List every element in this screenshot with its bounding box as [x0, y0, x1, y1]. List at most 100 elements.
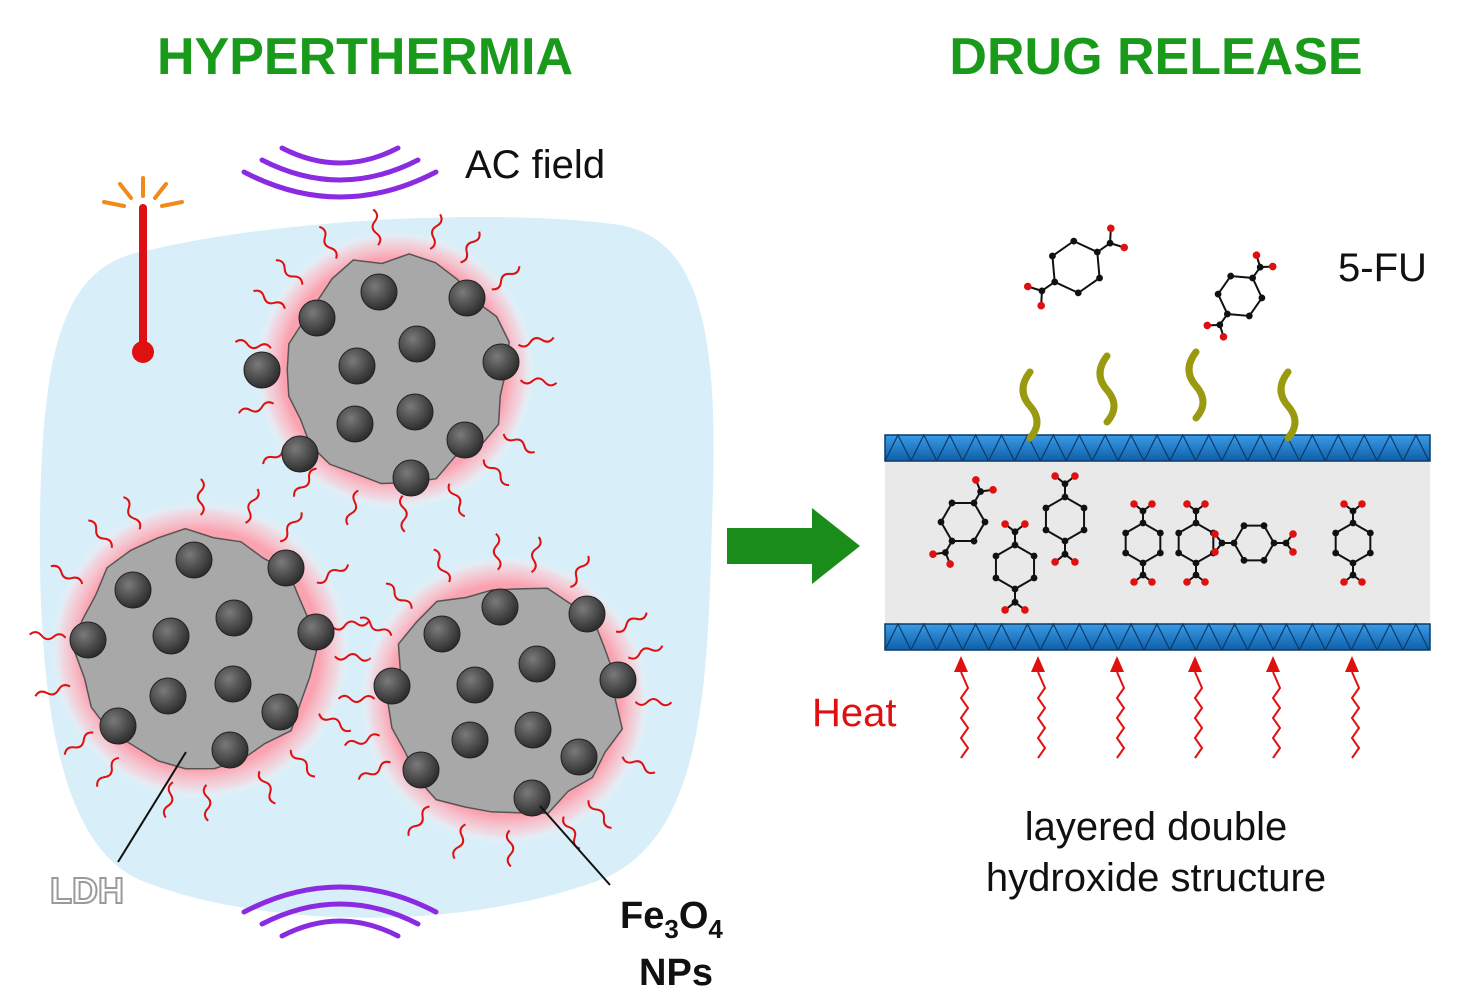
octahedron-edge [1272, 622, 1300, 651]
carbon-atom [1175, 549, 1183, 557]
octahedron-edge [1350, 433, 1378, 462]
fe3o4-nanoparticle [402, 751, 440, 789]
heat-squiggle [293, 467, 317, 497]
surfactant-chain [1096, 352, 1118, 426]
fe3o4-nanoparticle [599, 661, 637, 699]
oxygen-atom [1037, 301, 1045, 310]
octahedron-edge [910, 433, 938, 462]
fe3o4-nanoparticle [481, 588, 519, 626]
intercalated-molecule [1042, 472, 1088, 566]
heat-wave [1350, 671, 1361, 759]
heat-squiggle [318, 225, 338, 259]
octahedron-edge [1039, 622, 1067, 651]
octahedron-edge [1221, 433, 1249, 462]
heat-arrowhead [1266, 656, 1280, 672]
carbon-atom [1332, 529, 1340, 537]
heat-squiggle [615, 612, 648, 633]
carbon-atom [1240, 556, 1248, 564]
ldh-particle [337, 533, 673, 868]
interlayer-space [885, 460, 1430, 628]
heat-squiggle [238, 401, 275, 414]
fe3o4-nanoparticle [482, 343, 520, 381]
oxygen-atom [1051, 558, 1059, 566]
heat-squiggle [359, 616, 393, 637]
fe3o4-nanoparticle [514, 711, 552, 749]
octahedron-edge [1402, 622, 1430, 651]
oxygen-atom [1268, 262, 1277, 271]
octahedron-edge [1402, 433, 1430, 462]
heat-wave [1193, 671, 1204, 759]
octahedron-edge [1091, 433, 1119, 462]
oxygen-atom [1107, 224, 1115, 233]
octahedron-edge [1247, 622, 1275, 651]
heat-squiggle [433, 548, 451, 583]
ring-bond [1051, 239, 1101, 295]
octahedron-edge [1065, 622, 1093, 651]
oxygen-atom [1148, 578, 1156, 586]
octahedron-edge [1039, 433, 1067, 462]
fe3o4-nanoparticle [456, 666, 494, 704]
oxygen-atom [972, 476, 980, 484]
heat-squiggle [29, 631, 67, 641]
fe3o4-nanoparticle [99, 707, 137, 745]
oxygen-atom [1252, 251, 1261, 259]
heat-squiggle [88, 519, 113, 548]
np-formula-label: Fe3O4 [620, 895, 723, 944]
carbon-atom [948, 499, 956, 507]
carbon-atom [1227, 272, 1235, 280]
fe3o4-nanoparticle [211, 731, 249, 769]
octahedron-edge [1324, 622, 1352, 651]
carbon-atom [992, 574, 1000, 582]
heat-squiggle [253, 289, 286, 309]
title-drug-release: DRUG RELEASE [949, 28, 1362, 86]
carbon-atom [1042, 504, 1050, 512]
carbon-atom [1366, 529, 1374, 537]
ac-field-waves-top [241, 145, 439, 200]
octahedron-edge [1376, 433, 1404, 462]
surfactant-chains [1019, 348, 1299, 442]
oxygen-atom [1130, 500, 1138, 508]
intercalated-molecule [992, 520, 1038, 614]
octahedron-edge [988, 622, 1016, 651]
carbon-atom [1258, 294, 1266, 302]
heat-squiggle [332, 620, 370, 631]
oxygen-atom [1358, 578, 1366, 586]
heat-squiggle [627, 645, 664, 660]
carbon-atom [1096, 274, 1103, 282]
heat-squiggle [491, 266, 521, 291]
surfactant-chain [1185, 348, 1207, 422]
fe3o4-nanoparticle [261, 693, 299, 731]
heat-squiggle [357, 760, 391, 780]
heat-squiggle [63, 731, 94, 755]
carbon-atom [1332, 549, 1340, 557]
heat-squiggle [202, 784, 212, 822]
oxygen-atom [1001, 520, 1009, 528]
heat-squiggle [244, 488, 260, 524]
fe3o4-nanoparticle [175, 541, 213, 579]
heat-squiggle [530, 536, 542, 574]
carbon-atom [1156, 529, 1164, 537]
carbon-atom [1175, 529, 1183, 537]
carbon-atom [992, 552, 1000, 560]
released-molecule [1023, 224, 1129, 310]
octahedron-edge [1298, 622, 1326, 651]
surfactant-chain [1019, 368, 1041, 442]
heat-squiggle [196, 478, 205, 516]
fe3o4-nanoparticle [360, 273, 398, 311]
thermometer-icon [102, 176, 184, 363]
octahedron-edge [1117, 622, 1145, 651]
heat-squiggle [502, 433, 535, 454]
process-arrow [727, 508, 860, 584]
heat-squiggle [482, 459, 510, 487]
carbon-atom [1122, 529, 1130, 537]
released-molecule [1203, 251, 1277, 341]
heat-arrowhead [1345, 656, 1359, 672]
fe3o4-nanoparticle [398, 325, 436, 363]
heat-squiggle [96, 756, 120, 787]
heat-arrowhead [1110, 656, 1124, 672]
heat-squiggle [407, 805, 430, 837]
carbon-atom [1122, 549, 1130, 557]
carbon-atom [1042, 526, 1050, 534]
oxygen-atom [1289, 548, 1297, 556]
fe3o4-nanoparticle [446, 421, 484, 459]
